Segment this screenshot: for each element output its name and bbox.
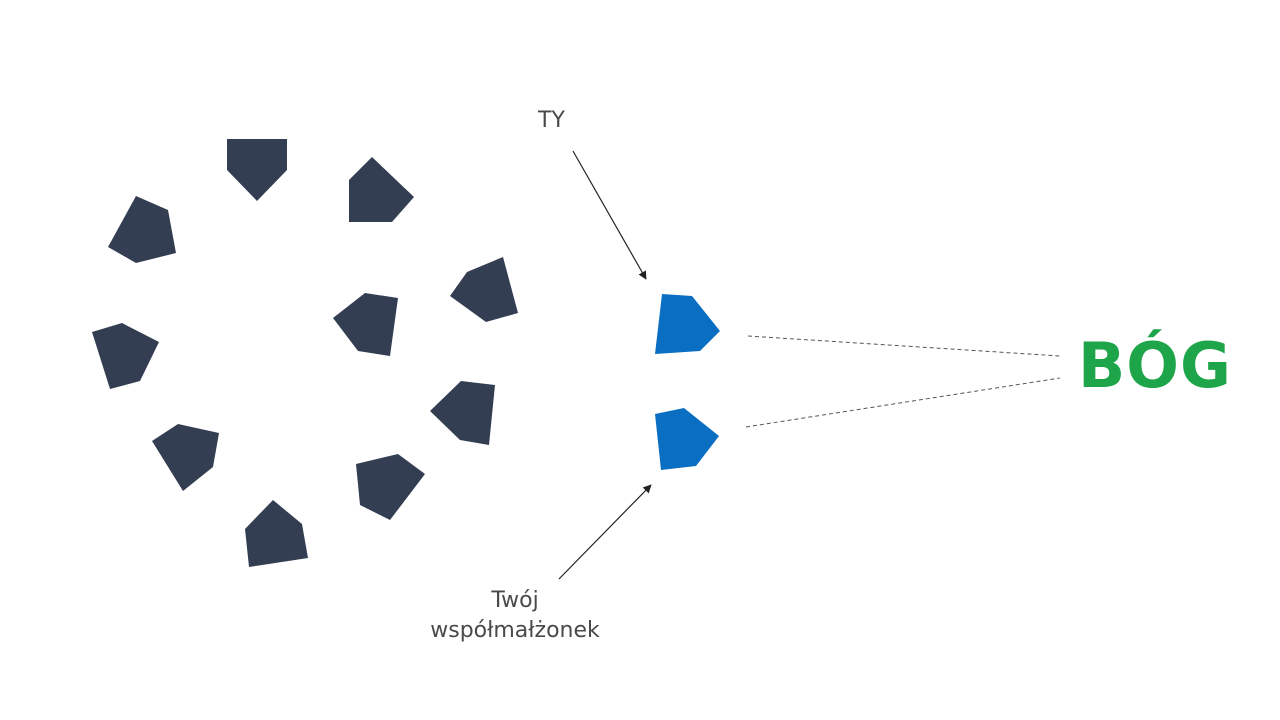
crowd-pentagon <box>356 454 425 520</box>
crowd-group <box>92 139 518 567</box>
you-pentagon <box>655 294 720 354</box>
spouse-god-dashed-line <box>745 377 1061 428</box>
spouse-pentagon <box>655 408 719 470</box>
god-label: BÓG <box>1078 329 1232 402</box>
crowd-pentagon <box>333 293 398 356</box>
you-god-dashed-line <box>747 335 1061 357</box>
crowd-pentagon <box>92 323 159 389</box>
crowd-pentagon <box>450 257 518 322</box>
spouse-label-line2: współmałżonek <box>430 618 600 643</box>
you-label: TY <box>538 108 565 133</box>
crowd-pentagon <box>108 196 176 263</box>
spouse-arrow <box>558 484 652 580</box>
crowd-pentagon <box>349 157 414 222</box>
spouse-label-line1: Twój <box>491 588 539 613</box>
spouse-label: Twój współmałżonek <box>395 586 635 646</box>
you-arrow <box>572 150 647 280</box>
crowd-pentagon <box>245 500 308 567</box>
crowd-pentagon <box>227 139 287 201</box>
crowd-pentagon <box>430 381 495 445</box>
crowd-pentagon <box>152 424 219 491</box>
